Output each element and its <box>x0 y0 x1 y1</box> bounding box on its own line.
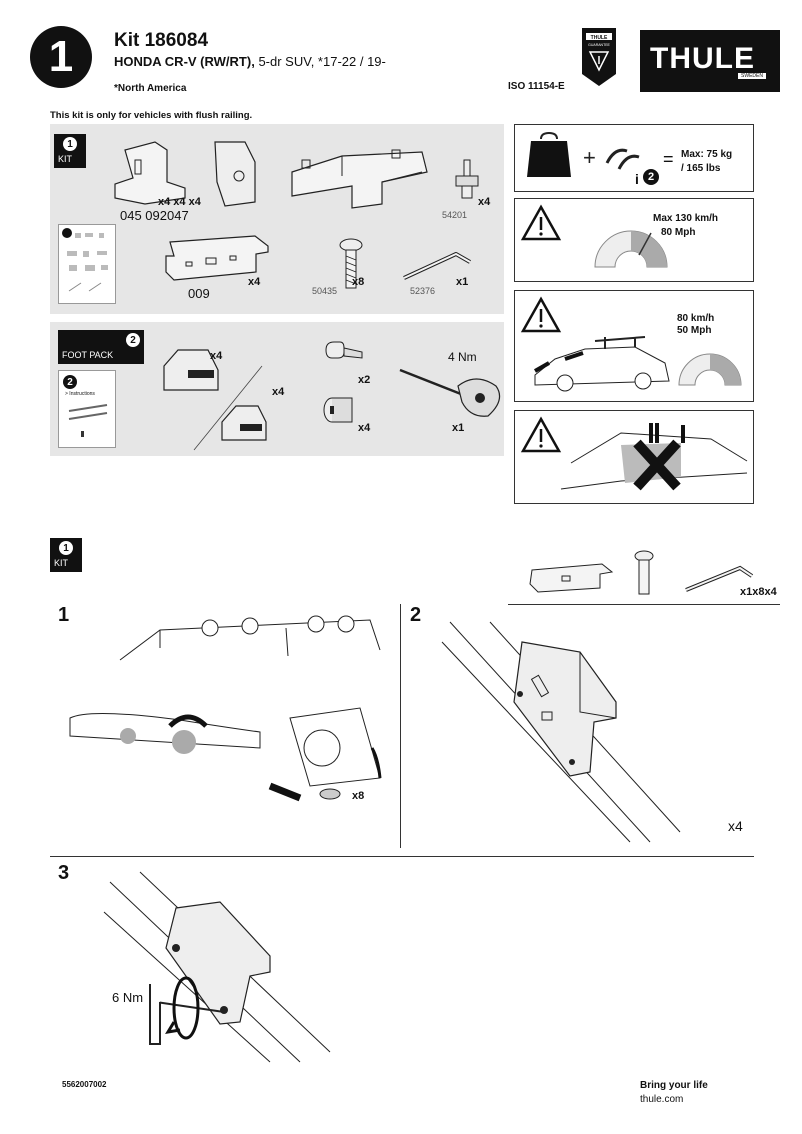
rail-adapter-icon <box>291 149 428 209</box>
foot-pack-panel: 2 FOOT PACK 2 > Instructions x4 x4 x2 x4… <box>50 322 504 456</box>
plate-qty: x4 <box>248 276 261 288</box>
speed-max-kmh: Max 130 km/h <box>653 213 719 224</box>
warning-triangle-icon <box>520 204 562 241</box>
kit-instruction-booklet <box>58 224 116 304</box>
flush-railing-notice: This kit is only for vehicles with flush… <box>50 110 253 121</box>
kit-badge: 1 KIT <box>54 134 86 168</box>
brand-sub: SWEDEN <box>738 73 766 79</box>
foot-pack-booklet: 2 > Instructions <box>58 370 116 448</box>
t-bolt-icon <box>455 159 479 199</box>
step-divider-vertical <box>400 604 401 848</box>
equals-icon: = <box>663 149 674 169</box>
lock-cylinder-icon <box>323 397 353 423</box>
key-icon <box>325 341 363 359</box>
speed-max-mph: 80 Mph <box>661 227 696 238</box>
kit-badge-num: 1 <box>63 137 77 151</box>
lock-qty: x4 <box>358 422 371 434</box>
step-number: 1 <box>48 32 74 81</box>
load-max-lbs: / 165 lbs <box>681 163 721 174</box>
screw-qty: x8 <box>352 276 365 288</box>
lower-kit-badge-num: 1 <box>59 541 73 555</box>
guarantee-label: GUARANTEE <box>588 43 610 47</box>
wash-speedometer-icon <box>678 353 742 386</box>
foot-booklet-bars-icon <box>68 404 108 437</box>
bracket-set-icon <box>114 141 256 207</box>
step-3-torque: 6 Nm <box>112 990 144 1005</box>
guarantee-badge: THULE GUARANTEE <box>582 28 616 90</box>
hex-key-icon <box>403 252 471 280</box>
car-wash-box: 80 km/h 50 Mph <box>514 290 754 402</box>
foot-booklet-num: 2 <box>63 375 77 389</box>
do-not-lift-icon <box>560 423 748 491</box>
info-icon: i <box>635 171 639 187</box>
booklet-parts-icon <box>67 233 108 292</box>
kit-title: Kit 186084 <box>114 30 209 51</box>
step-3-number: 3 <box>58 862 70 884</box>
iso-label: ISO 11154-E <box>508 81 565 92</box>
screw-part-number: 50435 <box>312 286 338 296</box>
roof-foot-icons <box>163 349 267 451</box>
step-2-illustration <box>441 621 681 843</box>
torque-label: 4 Nm <box>448 350 477 364</box>
car-with-rack-icon <box>534 336 670 392</box>
speedometer-icon <box>594 230 668 268</box>
info-num: 2 <box>643 169 659 185</box>
lower-kit-badge-label: KIT <box>54 558 69 568</box>
bolt-qty: x4 <box>478 196 491 208</box>
load-max-kg: Max: 75 kg <box>681 149 733 160</box>
foot-pack-badge: 2 FOOT PACK <box>58 330 144 364</box>
step-number-badge: 1 <box>30 26 92 88</box>
step-3-illustration <box>103 871 331 1063</box>
guarantee-shield-icon: THULE <box>582 28 616 86</box>
foot-qty-1: x4 <box>210 350 223 362</box>
wash-speed-kmh: 80 km/h <box>677 313 715 324</box>
brand-wordmark: THULE <box>650 42 755 75</box>
document-code: 5562007002 <box>62 1080 107 1089</box>
booklet-badge-icon <box>62 228 72 238</box>
bracket-qty: x4 x4 x4 <box>158 196 201 208</box>
lower-kit-badge: 1 KIT <box>50 538 82 572</box>
mounting-plate-icon <box>165 235 269 281</box>
step-divider-horizontal <box>50 856 754 857</box>
warning-triangle-icon <box>520 296 562 333</box>
key-qty: x2 <box>358 374 371 386</box>
svg-text:THULE: THULE <box>591 35 608 41</box>
foot-qty-2: x4 <box>272 386 285 398</box>
load-limit-box: + i 2 = Max: 75 kg / 165 lbs <box>514 124 754 192</box>
step-1-illustration <box>69 615 382 802</box>
step-2-number: 2 <box>410 604 422 626</box>
region-label: *North America <box>114 83 187 94</box>
weight-plus-bars-icon: + <box>527 131 640 177</box>
no-lift-box <box>514 410 754 504</box>
hex-key-qty: x1 <box>456 276 469 288</box>
kit-badge-label: KIT <box>58 154 73 164</box>
bolt-part-number: 54201 <box>442 210 468 220</box>
warning-triangle-icon <box>520 416 562 453</box>
brand-tagline: Bring your life <box>640 1080 708 1091</box>
step-1-number: 1 <box>58 604 70 626</box>
svg-text:+: + <box>583 145 596 170</box>
step-2-qty: x4 <box>728 818 743 834</box>
torque-tool-icon <box>399 368 501 417</box>
vehicle-details: 5-dr SUV, *17-22 / 19- <box>254 54 386 69</box>
screw-icon <box>339 238 363 289</box>
hex-key-part-number: 52376 <box>410 286 436 296</box>
foot-pack-badge-num: 2 <box>126 333 140 347</box>
lower-parts-icons <box>529 550 754 595</box>
kit-panel: 1 KIT x4 x4 x4 045 092047 x4 54201 <box>50 124 504 314</box>
step-1-screw-qty: x8 <box>352 790 365 802</box>
speed-limit-box: Max 130 km/h 80 Mph <box>514 198 754 282</box>
bracket-part-number: 045 092047 <box>120 208 189 223</box>
vehicle-line: HONDA CR-V (RW/RT), 5-dr SUV, *17-22 / 1… <box>114 54 386 69</box>
brand-website: thule.com <box>640 1094 684 1105</box>
lower-parts-qty: x1x8x4 <box>740 586 777 598</box>
foot-booklet-text: > Instructions <box>65 391 95 397</box>
plate-part-number: 009 <box>188 286 210 301</box>
tool-qty: x1 <box>452 422 465 434</box>
vehicle-model: HONDA CR-V (RW/RT), <box>114 54 255 69</box>
wash-speed-mph: 50 Mph <box>677 325 712 336</box>
thule-logo: THULE SWEDEN <box>640 30 780 92</box>
foot-pack-badge-label: FOOT PACK <box>62 350 114 360</box>
parts-divider <box>508 604 780 605</box>
